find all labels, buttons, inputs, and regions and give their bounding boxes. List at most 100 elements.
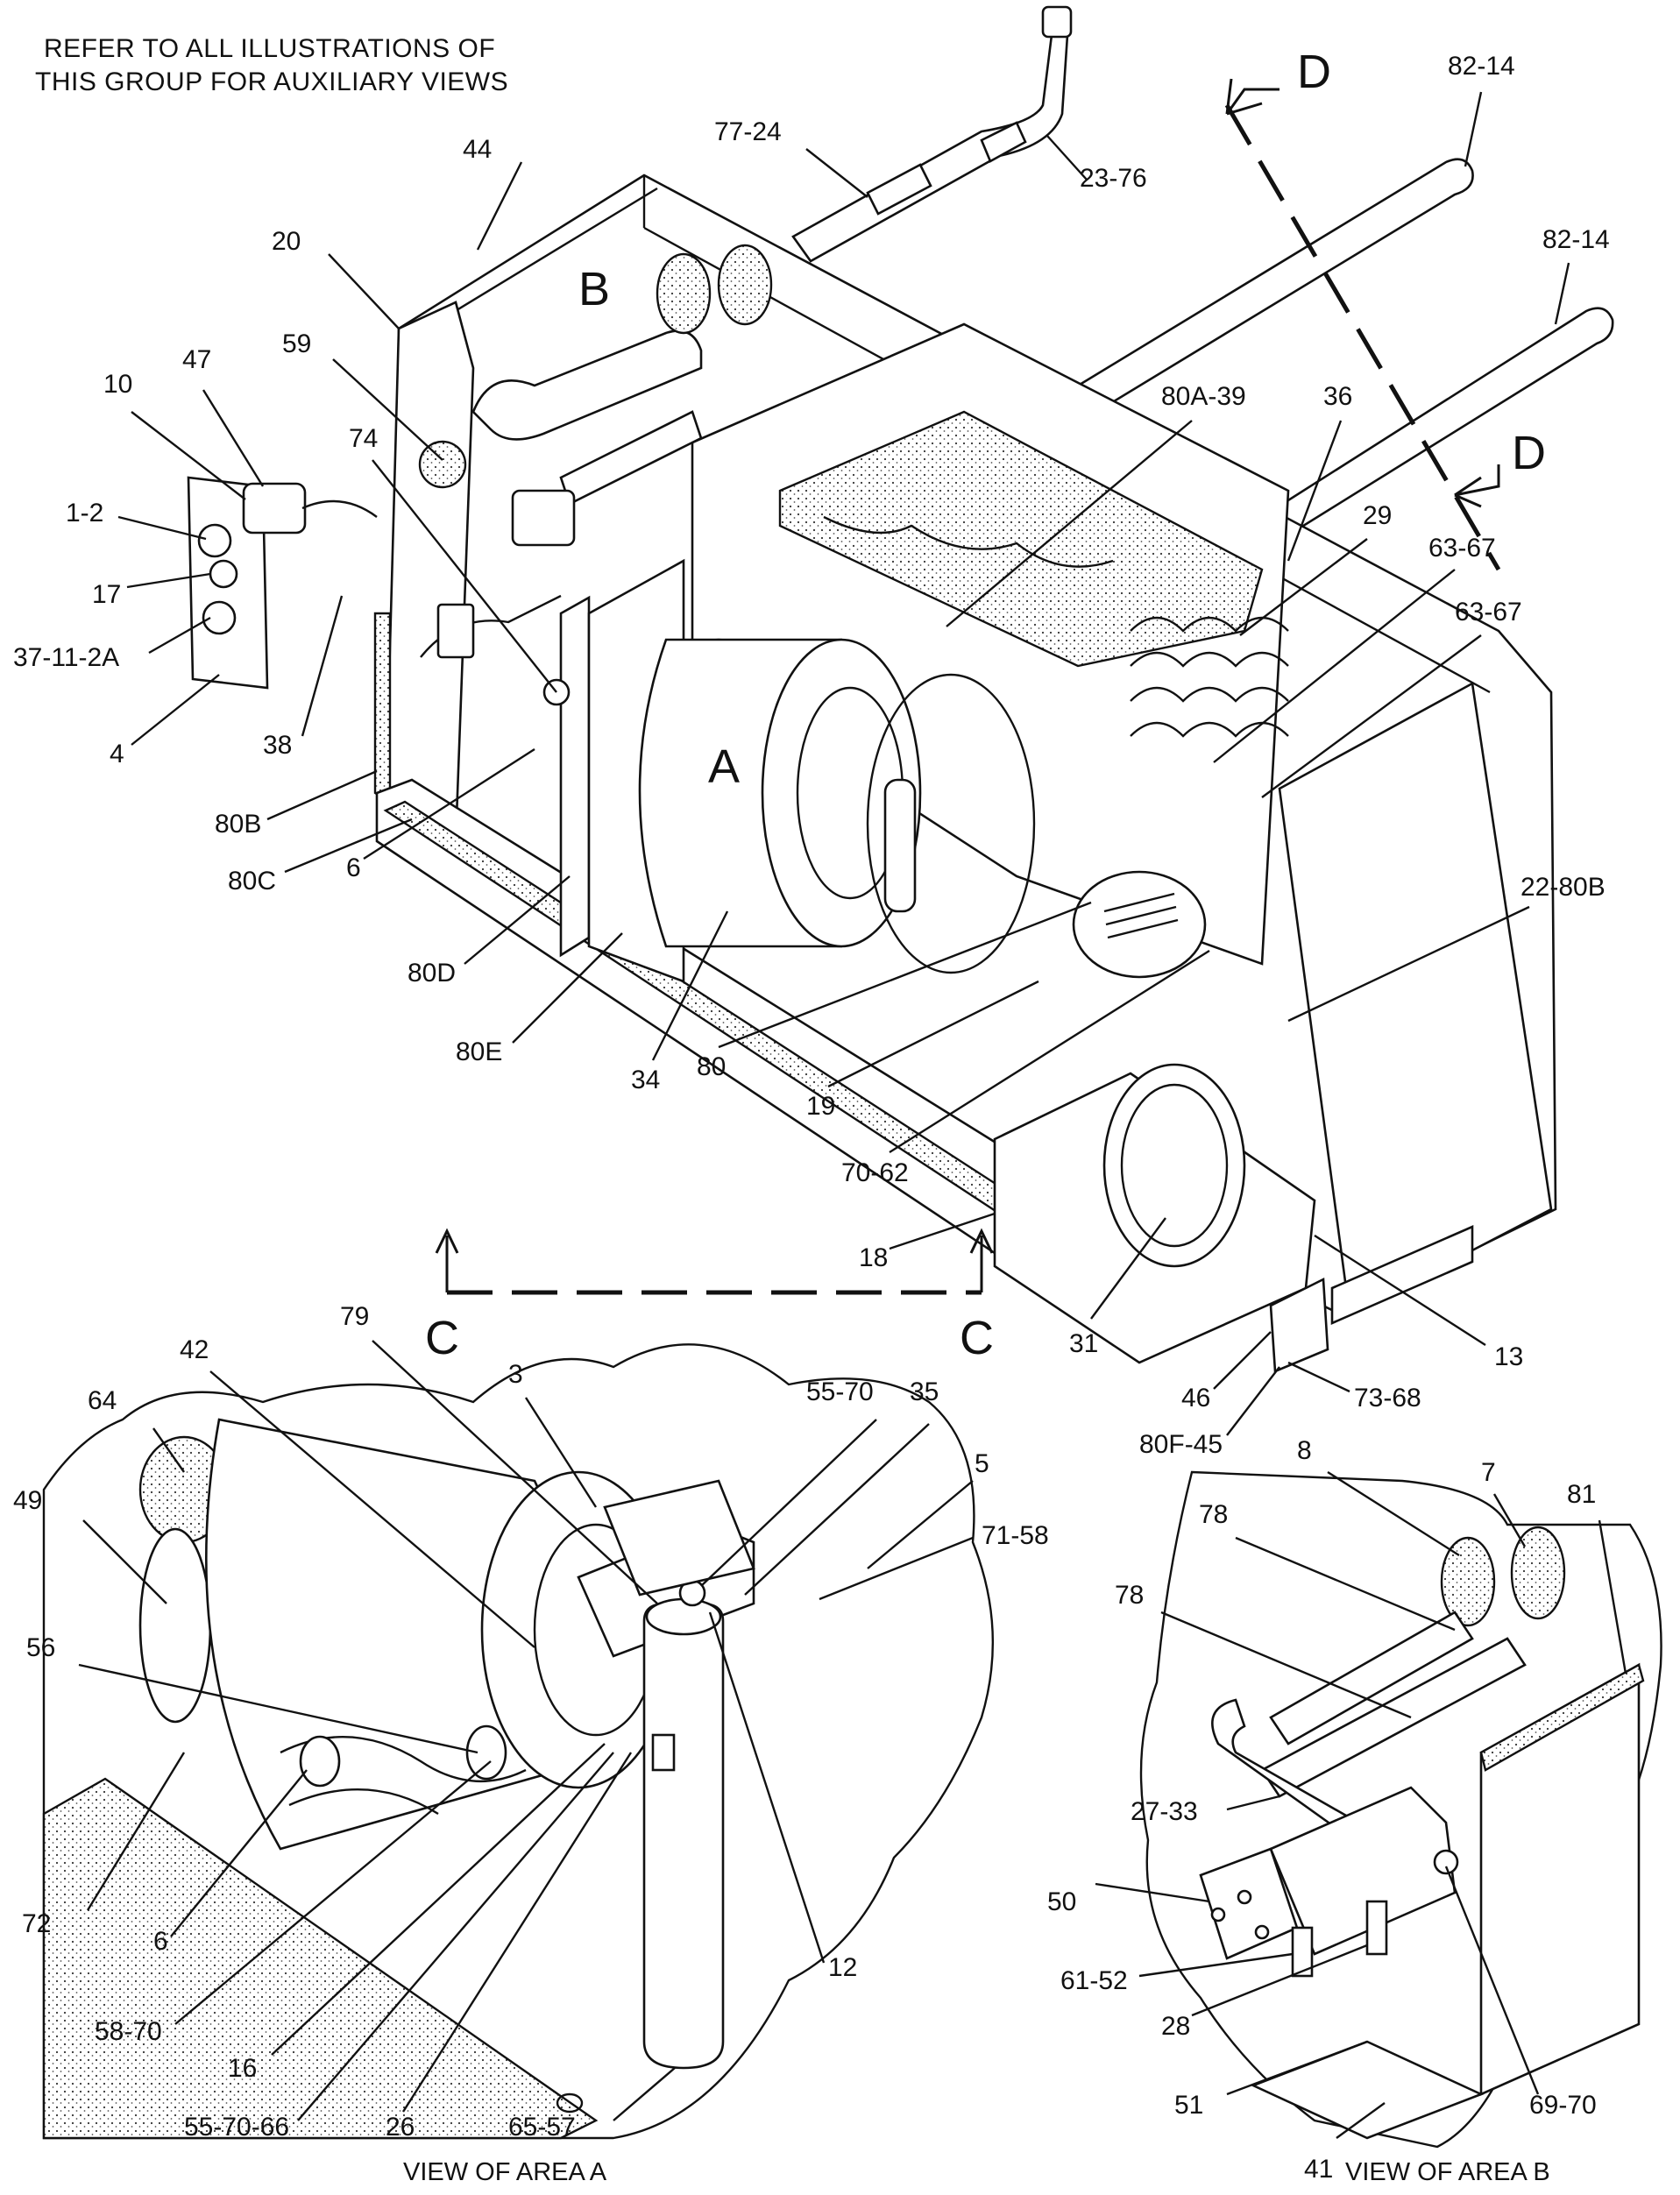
leader-44 xyxy=(476,161,523,251)
callout-82-14a: 82-14 xyxy=(1448,52,1515,81)
leader-19 xyxy=(827,980,1039,1088)
leader-6a xyxy=(363,747,535,860)
view-a-caption: VIEW OF AREA A xyxy=(403,2158,607,2186)
exhaust-louvres xyxy=(1103,892,1179,939)
callout-58-70: 58-70 xyxy=(95,2017,162,2046)
leader-8 xyxy=(1327,1470,1460,1557)
flange-49 xyxy=(138,1527,212,1724)
callout-42: 42 xyxy=(180,1335,209,1364)
leader-28 xyxy=(1191,1944,1368,2017)
leader-55-70-66 xyxy=(297,1752,614,2121)
fan-ring-inner xyxy=(1120,1083,1229,1248)
pipe-77-24 xyxy=(791,33,1069,263)
leader-78a xyxy=(1235,1536,1456,1632)
callout-31: 31 xyxy=(1069,1329,1098,1358)
callout-5: 5 xyxy=(975,1449,989,1478)
callout-4: 4 xyxy=(110,740,124,768)
base-rail-a xyxy=(42,1777,599,2140)
callout-23-76: 23-76 xyxy=(1080,164,1147,193)
leader-22-80B xyxy=(1287,905,1530,1023)
view-b-boundary xyxy=(1139,1470,1662,2149)
callout-80E: 80E xyxy=(456,1037,502,1066)
callout-27-33: 27-33 xyxy=(1131,1797,1198,1826)
leader-71-58 xyxy=(819,1536,974,1601)
section-line-d xyxy=(1224,103,1501,571)
leader-29 xyxy=(1239,538,1368,636)
callout-6a: 6 xyxy=(346,853,361,882)
mounting-plate-80f xyxy=(1269,1277,1329,1373)
transformer-3 xyxy=(603,1479,755,1597)
leader-56 xyxy=(78,1663,478,1754)
callout-65-57: 65-57 xyxy=(508,2113,576,2142)
callout-50: 50 xyxy=(1047,1887,1076,1916)
leader-27-33 xyxy=(1226,1795,1280,1811)
callout-20: 20 xyxy=(272,227,301,256)
exhaust-port-80 xyxy=(1072,870,1207,979)
leader-49 xyxy=(82,1519,167,1604)
leader-6b xyxy=(170,1769,308,1937)
pump-bolt-3 xyxy=(1254,1924,1270,1940)
leader-17 xyxy=(126,572,211,589)
note-line-2: THIS GROUP FOR AUXILIARY VIEWS xyxy=(35,67,508,96)
switch-1-2 xyxy=(197,523,232,558)
grommet-b-2 xyxy=(717,244,773,326)
callout-16: 16 xyxy=(228,2054,257,2083)
vent-grille xyxy=(1330,1225,1474,1325)
leader-82-14b xyxy=(1554,262,1570,325)
coil-row-3 xyxy=(1130,686,1289,703)
callout-10: 10 xyxy=(103,370,132,399)
leader-3 xyxy=(524,1397,598,1508)
callout-47: 47 xyxy=(182,345,211,374)
callout-6b: 6 xyxy=(153,1927,168,1956)
reference-note: REFER TO ALL ILLUSTRATIONS OF THIS GROUP… xyxy=(35,34,508,96)
callout-34: 34 xyxy=(631,1066,660,1094)
leader-64 xyxy=(152,1427,185,1473)
callout-49: 49 xyxy=(13,1486,42,1515)
burner-flange xyxy=(866,673,1036,974)
leader-82-14a xyxy=(1464,91,1483,167)
ignition-coil-65 xyxy=(642,1602,725,2070)
section-letter-c-right: C xyxy=(960,1312,994,1364)
pump-bolt-2 xyxy=(1237,1889,1252,1905)
panel-insulation-81 xyxy=(1479,1663,1645,1772)
leader-lines xyxy=(78,91,1627,2139)
leader-69-70 xyxy=(1444,1866,1540,2095)
leader-26 xyxy=(401,1752,633,2113)
pipe-sleeve-a xyxy=(866,163,932,216)
leader-37-11-2A xyxy=(148,616,211,655)
callout-71-58: 71-58 xyxy=(982,1521,1049,1550)
note-line-1: REFER TO ALL ILLUSTRATIONS OF xyxy=(44,34,495,63)
leader-18 xyxy=(889,1212,996,1250)
callout-61-52: 61-52 xyxy=(1060,1966,1128,1995)
leader-77-24 xyxy=(805,148,868,198)
harness-10 xyxy=(301,499,378,518)
leader-80F-45 xyxy=(1226,1366,1280,1436)
leader-80C xyxy=(284,818,413,874)
callout-44: 44 xyxy=(463,135,492,164)
callout-73-68: 73-68 xyxy=(1354,1384,1421,1413)
grommet-59 xyxy=(418,440,467,489)
detail-view-area-b: VIEW OF AREA B xyxy=(1139,1470,1662,2186)
pipe-fitting-cap xyxy=(1041,5,1073,39)
fuel-line-78-upper xyxy=(1269,1611,1474,1745)
callout-12: 12 xyxy=(828,1953,857,1982)
callout-72: 72 xyxy=(22,1909,51,1938)
callout-29: 29 xyxy=(1363,501,1392,530)
section-letter-c-left: C xyxy=(425,1312,459,1364)
callout-63-67b: 63-67 xyxy=(1455,598,1522,627)
callout-78a: 78 xyxy=(1199,1500,1228,1529)
section-letter-d-top: D xyxy=(1297,46,1331,98)
fitting-56 xyxy=(465,1724,507,1781)
callout-51: 51 xyxy=(1174,2091,1203,2120)
leader-81 xyxy=(1598,1519,1627,1675)
callout-26: 26 xyxy=(386,2113,415,2142)
fuel-pump-block xyxy=(511,489,576,547)
grommet-8 xyxy=(1440,1536,1496,1627)
coil-row-2 xyxy=(1130,651,1289,668)
callout-79: 79 xyxy=(340,1302,369,1331)
leader-36 xyxy=(1287,420,1343,562)
section-marker-c: C C xyxy=(425,1228,994,1364)
callout-28: 28 xyxy=(1161,2012,1190,2041)
ignition-coil xyxy=(883,778,917,913)
